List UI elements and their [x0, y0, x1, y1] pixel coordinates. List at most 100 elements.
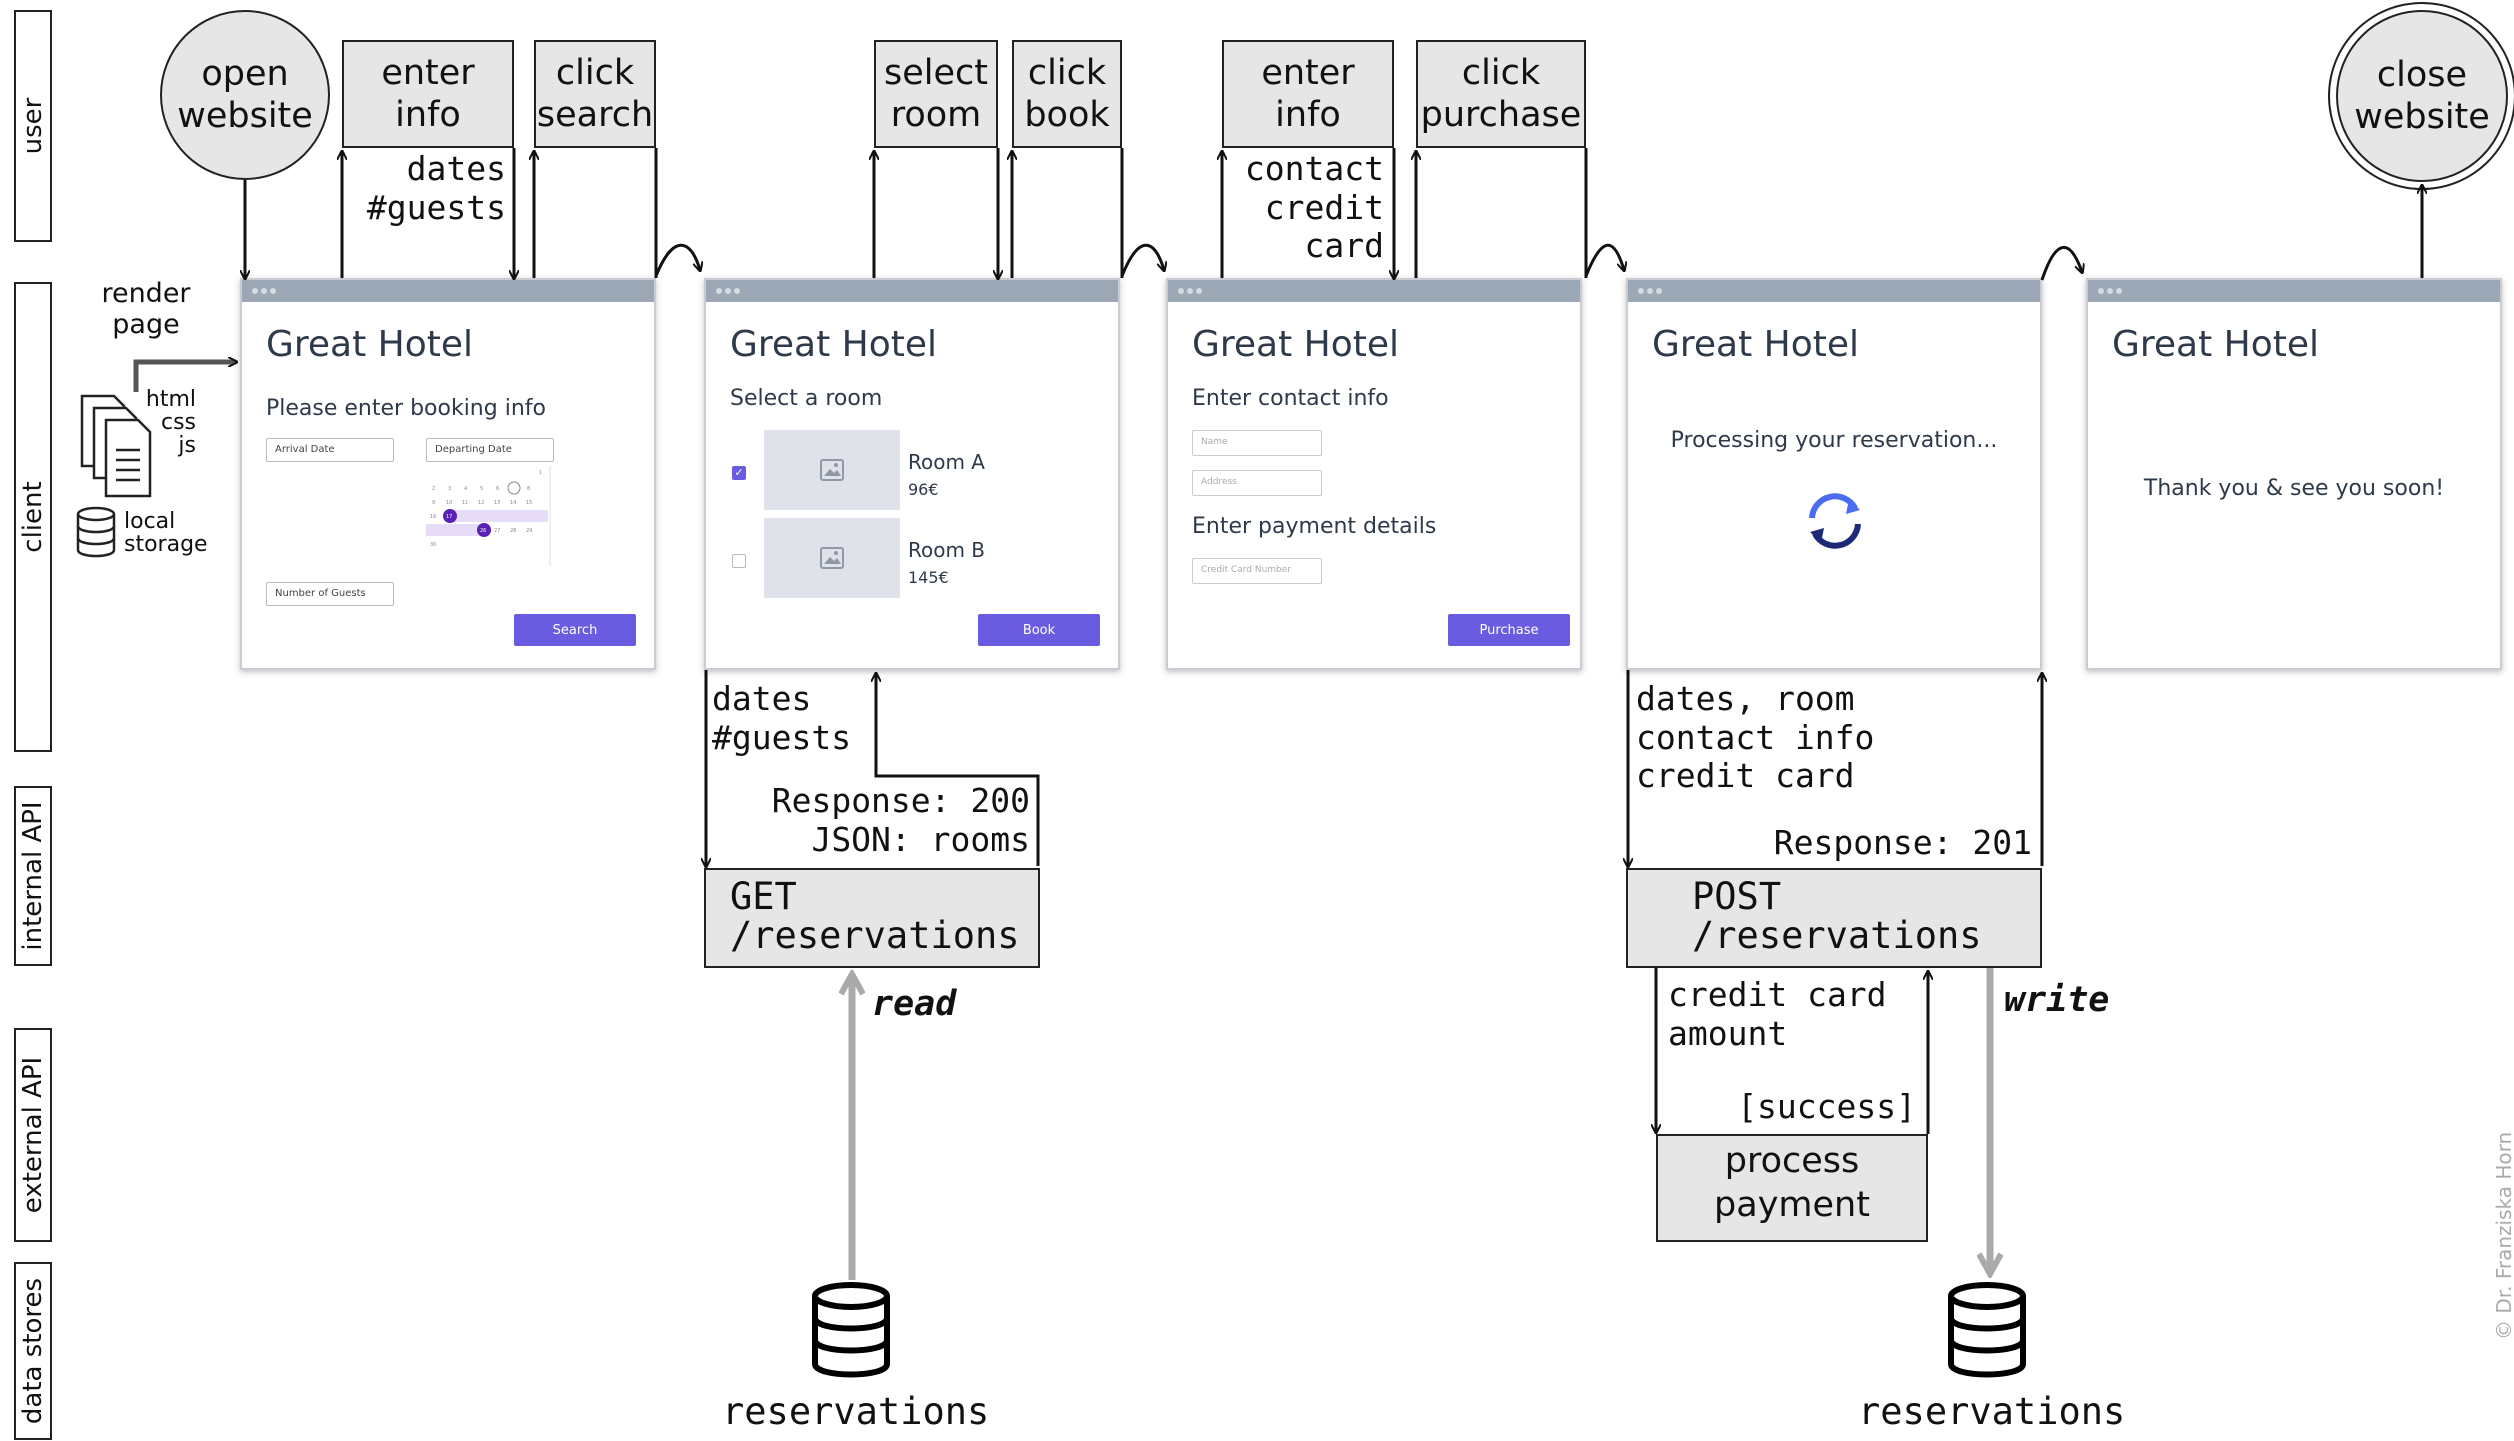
window-subtitle: Please enter booking info — [266, 396, 546, 421]
window-subtitle: Processing your reservation... — [1670, 428, 1998, 453]
window-subtitle: Enter contact info — [1192, 386, 1389, 411]
payment-response-label: [success] — [1737, 1087, 1916, 1126]
credit-card-field[interactable]: Credit Card Number — [1192, 558, 1322, 584]
enter-info-box-2: enter info — [1222, 40, 1394, 148]
window-titlebar — [1168, 280, 1580, 302]
guests-select[interactable]: Number of Guests — [266, 582, 394, 606]
spinner-icon — [1809, 493, 1861, 549]
address-field[interactable]: Address — [1192, 470, 1322, 496]
room-b-price: 145€ — [908, 568, 949, 587]
svg-text:2: 2 — [432, 486, 435, 492]
window-title: Great Hotel — [1192, 324, 1400, 365]
window-subtitle: Select a room — [730, 386, 883, 411]
search-button[interactable]: Search — [514, 614, 636, 646]
book-button[interactable]: Book — [978, 614, 1100, 646]
room-a-name: Room A — [908, 450, 985, 474]
post-reservations-endpoint — [1626, 868, 2042, 968]
svg-text:3: 3 — [448, 486, 451, 492]
lane-external-api: external API — [14, 1028, 52, 1242]
browser-window-contact: Great Hotel Enter contact info Name Addr… — [1166, 278, 1582, 670]
click-search-box: click search — [534, 40, 656, 148]
local-storage-icon — [76, 506, 116, 558]
room-b-name: Room B — [908, 538, 986, 562]
purchase-button[interactable]: Purchase — [1448, 614, 1570, 646]
browser-window-booking: Great Hotel Please enter booking info Ar… — [240, 278, 656, 670]
svg-text:12: 12 — [478, 500, 484, 506]
files-label: html css js — [145, 387, 196, 459]
window-titlebar — [242, 280, 654, 302]
window-titlebar — [706, 280, 1118, 302]
lane-user: user — [14, 10, 52, 242]
svg-text:10: 10 — [446, 500, 452, 506]
get-reservations-endpoint — [704, 868, 1040, 968]
close-website-node: close website — [2336, 10, 2508, 182]
enter-info-box: enter info — [342, 40, 514, 148]
svg-text:6: 6 — [496, 486, 499, 492]
click-book-box: click book — [1012, 40, 1122, 148]
payment-heading: Enter payment details — [1192, 514, 1437, 539]
post-reservations-label: POST /reservations — [1692, 875, 1982, 957]
reservations-store-label: reservations — [1858, 1390, 2126, 1433]
room-b-checkbox[interactable] — [732, 554, 746, 568]
window-titlebar — [2088, 280, 2500, 302]
svg-text:13: 13 — [494, 500, 500, 506]
window-titlebar — [1628, 280, 2040, 302]
lane-data-stores: data stores — [14, 1262, 52, 1440]
payment-request-label: credit card amount — [1668, 975, 1887, 1053]
arrival-date-select[interactable]: Arrival Date — [266, 438, 394, 462]
svg-text:4: 4 — [464, 486, 467, 492]
svg-text:26: 26 — [480, 528, 486, 534]
files-icon — [80, 394, 152, 498]
window-title: Great Hotel — [266, 324, 474, 365]
svg-text:11: 11 — [462, 500, 468, 506]
contact-credit-card-label: contact credit card — [1244, 149, 1384, 266]
post-response-label: Response: 201 — [1773, 823, 2032, 862]
get-response-label: Response: 200 JSON: rooms — [771, 781, 1030, 859]
room-b-image — [764, 518, 900, 598]
lane-internal-api: internal API — [14, 786, 52, 966]
browser-window-thanks: Great Hotel Thank you & see you soon! — [2086, 278, 2502, 670]
write-label: write — [2004, 980, 2110, 1020]
dates-guests-label: dates #guests — [366, 149, 506, 227]
svg-text:29: 29 — [526, 528, 532, 534]
departing-date-select[interactable]: Departing Date — [426, 438, 554, 462]
get-reservations-label: GET /reservations — [730, 875, 1020, 957]
svg-text:14: 14 — [510, 500, 516, 506]
svg-text:27: 27 — [494, 528, 500, 534]
window-title: Great Hotel — [2112, 324, 2320, 365]
svg-text:30: 30 — [430, 542, 436, 548]
click-purchase-box: click purchase — [1416, 40, 1586, 148]
svg-text:15: 15 — [526, 500, 532, 506]
name-field[interactable]: Name — [1192, 430, 1322, 456]
window-subtitle: Thank you & see you soon! — [2143, 476, 2445, 501]
render-page-label: render page — [101, 278, 191, 341]
read-label: read — [872, 984, 957, 1024]
room-a-price: 96€ — [908, 480, 939, 499]
svg-text:8: 8 — [527, 486, 530, 492]
browser-window-rooms: Great Hotel Select a room ✓ Room A 96€ R… — [704, 278, 1120, 670]
database-icon — [1948, 1282, 2026, 1378]
svg-text:9: 9 — [432, 500, 435, 506]
lane-client: client — [14, 282, 52, 752]
svg-text:17: 17 — [446, 514, 452, 520]
local-storage-label: local storage — [124, 509, 208, 558]
image-placeholder-icon — [820, 459, 844, 481]
window-title: Great Hotel — [1652, 324, 1860, 365]
svg-text:5: 5 — [480, 486, 483, 492]
window-title: Great Hotel — [730, 324, 938, 365]
select-room-box: select room — [874, 40, 998, 148]
post-request-label: dates, room contact info credit card — [1636, 679, 1875, 796]
room-a-checkbox[interactable]: ✓ — [732, 466, 746, 480]
reservations-store-label: reservations — [722, 1390, 990, 1433]
process-payment-label: process payment — [1714, 1141, 1870, 1225]
svg-text:1: 1 — [539, 470, 542, 476]
image-placeholder-icon — [820, 547, 844, 569]
svg-text:28: 28 — [510, 528, 516, 534]
browser-window-processing: Great Hotel Processing your reservation.… — [1626, 278, 2042, 670]
svg-text:16: 16 — [430, 514, 436, 520]
process-payment-box — [1656, 1134, 1928, 1242]
room-a-image — [764, 430, 900, 510]
get-request-label: dates #guests — [712, 679, 852, 757]
